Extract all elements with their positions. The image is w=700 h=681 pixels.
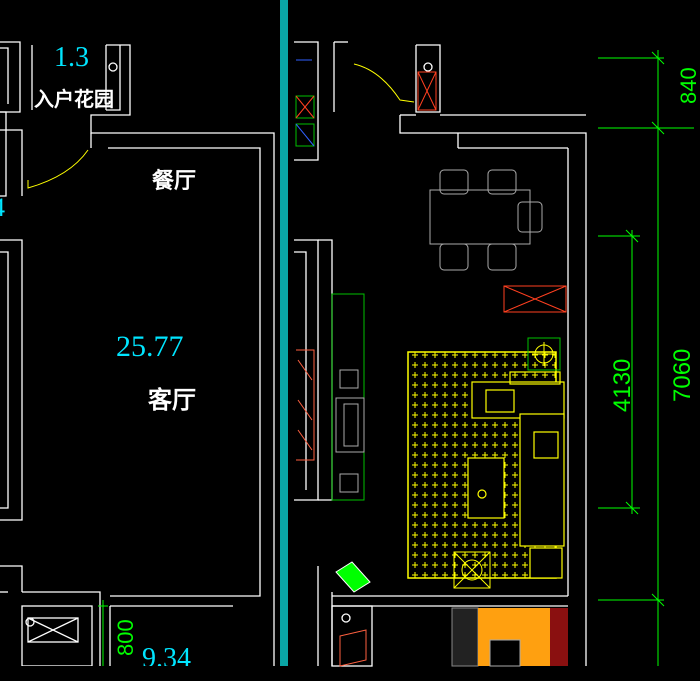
bottom-dimension: 800 bbox=[113, 619, 138, 656]
door-swing-icon bbox=[27, 149, 89, 189]
entry-garden-label: 入户花园 bbox=[34, 87, 114, 111]
entry-garden-area: 1.3 bbox=[54, 42, 89, 73]
living-label: 客厅 bbox=[148, 386, 196, 414]
tv-cabinet-icon bbox=[296, 293, 365, 501]
left-view bbox=[0, 41, 275, 667]
window-marks bbox=[295, 59, 315, 147]
dining-table-icon bbox=[429, 169, 543, 271]
dining-label: 餐厅 bbox=[152, 169, 196, 194]
partial-area-digit: 4 bbox=[0, 193, 5, 222]
living-area: 25.77 bbox=[116, 330, 184, 363]
bottom-border bbox=[0, 666, 700, 681]
wall-cabinet-icon bbox=[417, 71, 437, 111]
sideboard-icon bbox=[503, 285, 567, 313]
dimension-7060: 7060 bbox=[669, 349, 696, 402]
dimension-840: 840 bbox=[676, 67, 700, 104]
right-dimension-lines bbox=[598, 50, 694, 666]
sofa-icon bbox=[467, 371, 565, 579]
bottom-room-blocks bbox=[339, 607, 568, 667]
right-view bbox=[294, 41, 587, 667]
plant-icon bbox=[335, 561, 371, 593]
left-dimension-line bbox=[98, 600, 108, 666]
view-divider bbox=[280, 0, 288, 681]
dimension-4130: 4130 bbox=[609, 359, 636, 412]
door-swing-icon bbox=[353, 63, 415, 103]
floor-lamp-icon bbox=[453, 337, 561, 589]
